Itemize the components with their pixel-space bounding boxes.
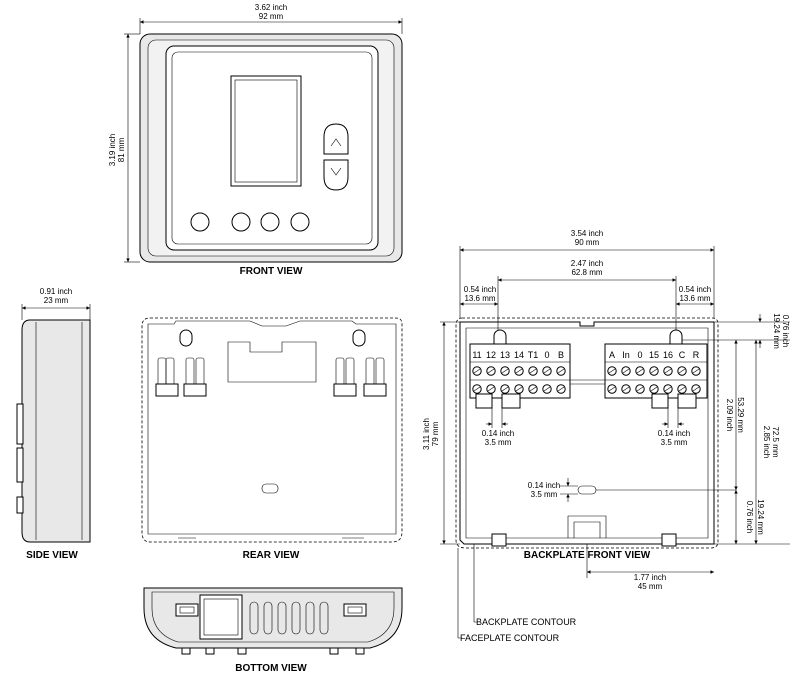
bp-bottom-mm: 45 mm [638, 582, 663, 591]
front-view-title: FRONT VIEW [240, 266, 303, 277]
front-height-mm: 81 mm [117, 137, 126, 162]
bp-mid-inch: 2.09 inch [725, 399, 734, 431]
round-button-3 [260, 212, 280, 232]
slot-right-mm: 3.5 mm [661, 438, 688, 447]
bottom-view: BOTTOM VIEW [143, 587, 403, 674]
bp-left-inch: 0.54 inch [464, 285, 496, 294]
bp-bottom-right-mm: 19.24 mm [756, 499, 765, 535]
terminal-label: 16 [663, 350, 673, 360]
side-view-title: SIDE VIEW [26, 550, 78, 561]
terminal-label: 13 [500, 350, 510, 360]
rear-view-title: REAR VIEW [243, 550, 300, 561]
bp-full-mm: 72.5 mm [771, 426, 780, 457]
side-view: 0.91 inch 23 mm SIDE VIEW [16, 287, 91, 561]
terminal-label: 15 [649, 350, 659, 360]
bp-mid-mm: 53.29 mm [736, 397, 745, 433]
terminal-label: In [622, 350, 630, 360]
front-width-mm: 92 mm [259, 12, 284, 21]
rear-view: REAR VIEW [141, 317, 403, 561]
bp-top-right-mm: 19.24 mm [772, 313, 781, 349]
front-view: 3.62 inch 92 mm 3.19 inch 81 mm FRONT VI… [108, 3, 403, 277]
bp-right-inch: 0.54 inch [679, 285, 711, 294]
backplate-front-view: 3.54 inch 90 mm 2.47 inch 62.8 mm 0.54 i… [422, 229, 790, 643]
bp-left-mm: 13.6 mm [464, 294, 495, 303]
front-width-inch: 3.62 inch [255, 3, 287, 12]
bp-width-inch: 3.54 inch [571, 229, 603, 238]
bp-full-inch: 2.85 inch [762, 426, 771, 458]
backplate-contour-label: BACKPLATE CONTOUR [476, 617, 577, 627]
round-button-1 [190, 212, 210, 232]
bp-bottom-right-inch: 0.76 inch [745, 501, 754, 533]
bp-height-mm: 79 mm [431, 421, 440, 446]
slot-right-inch: 0.14 inch [658, 429, 690, 438]
terminal-label: B [558, 350, 564, 360]
terminal-label: 0 [544, 350, 549, 360]
lcd-display [230, 75, 302, 187]
bp-right-mm: 13.6 mm [679, 294, 710, 303]
side-depth-mm: 23 mm [44, 296, 69, 305]
side-depth-inch: 0.91 inch [40, 287, 72, 296]
terminal-label: 0 [637, 350, 642, 360]
bottom-view-title: BOTTOM VIEW [235, 663, 307, 674]
round-button-4 [290, 212, 310, 232]
bp-bottom-inch: 1.77 inch [634, 573, 666, 582]
slot-left-inch: 0.14 inch [482, 429, 514, 438]
bp-inner-mm: 62.8 mm [571, 268, 602, 277]
terminal-label: 12 [486, 350, 496, 360]
bp-top-right-inch: 0.76 inch [781, 315, 790, 347]
terminal-label: C [679, 350, 686, 360]
round-button-2 [231, 212, 251, 232]
bp-width-mm: 90 mm [575, 238, 600, 247]
terminal-label: 11 [472, 350, 481, 360]
terminal-label: A [609, 350, 615, 360]
terminal-label: R [693, 350, 700, 360]
faceplate-contour-label: FACEPLATE CONTOUR [460, 633, 560, 643]
slot-center-inch: 0.14 inch [528, 481, 560, 490]
bp-inner-inch: 2.47 inch [571, 259, 603, 268]
front-height-inch: 3.19 inch [108, 134, 117, 166]
slot-center-mm: 3.5 mm [531, 490, 558, 499]
terminal-label: T1 [528, 350, 539, 360]
terminal-label: 14 [514, 350, 524, 360]
bp-height-inch: 3.11 inch [422, 418, 431, 450]
slot-left-mm: 3.5 mm [485, 438, 512, 447]
